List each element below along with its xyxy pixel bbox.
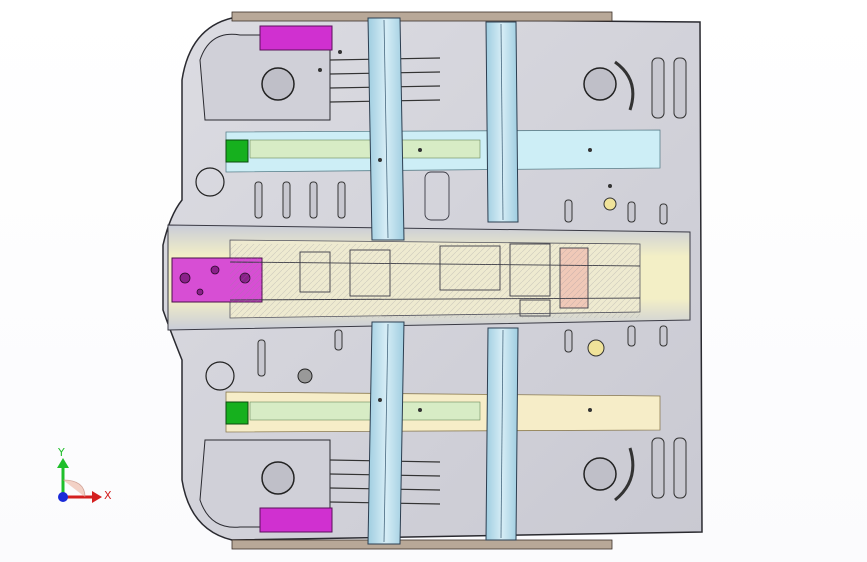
bolt-dots [318, 50, 612, 412]
yellow-plug-2 [603, 197, 617, 211]
green-marker-top [225, 139, 249, 163]
hole-bottom-right [583, 457, 617, 491]
hole-mid-lower [205, 361, 235, 391]
magenta-bracket-top [259, 25, 333, 51]
z-axis-dot [58, 492, 68, 502]
rail-center-lines [383, 19, 504, 543]
hole-top-left [261, 67, 295, 101]
slots-upper-row [254, 181, 668, 225]
right-slots-upper [651, 57, 687, 499]
plug-lower-left [297, 368, 313, 384]
yellow-plug [587, 339, 605, 357]
tunnel-hatch [230, 244, 640, 318]
slots-lower-row [257, 325, 668, 377]
top-flange [231, 11, 613, 22]
y-axis-head [57, 458, 69, 468]
green-marker-bottom [225, 401, 249, 425]
axis-triad[interactable]: Y X [57, 446, 112, 503]
right-arc-lower [614, 447, 635, 502]
magenta-bracket-bottom [259, 507, 333, 533]
hole-top-right [583, 67, 617, 101]
hole-bottom-left [261, 461, 295, 495]
upper-green-strip [249, 139, 481, 159]
y-axis-label: Y [57, 446, 65, 459]
lower-green-strip [249, 401, 481, 421]
x-axis-label: X [104, 489, 112, 502]
x-axis-head [92, 491, 102, 503]
bottom-flange [231, 539, 613, 550]
axis-arc [62, 479, 86, 498]
right-arc-upper [614, 60, 635, 111]
hole-mid-upper [195, 167, 225, 197]
